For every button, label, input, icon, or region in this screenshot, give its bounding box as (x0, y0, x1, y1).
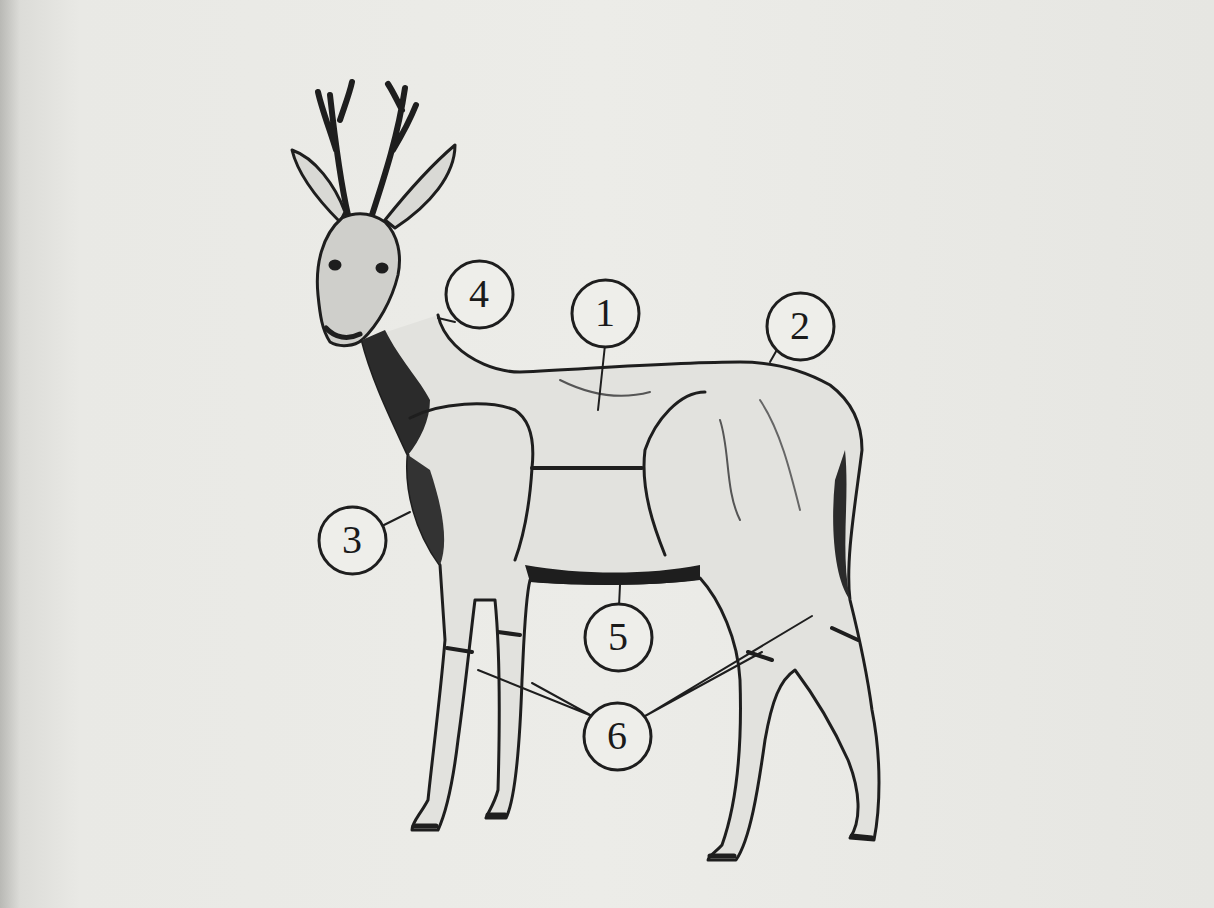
callout-circle: 1 (570, 278, 641, 349)
callout-circle: 2 (765, 291, 836, 362)
callout-circle: 3 (317, 505, 388, 576)
callout-number: 4 (444, 259, 515, 330)
callout-number: 5 (583, 602, 654, 673)
callout-circle: 4 (444, 259, 515, 330)
callout-number: 1 (570, 278, 641, 349)
callout-circle: 6 (582, 701, 653, 772)
callout-number: 2 (765, 291, 836, 362)
callout-number: 3 (317, 505, 388, 576)
callout-circle: 5 (583, 602, 654, 673)
callout-number: 6 (582, 701, 653, 772)
